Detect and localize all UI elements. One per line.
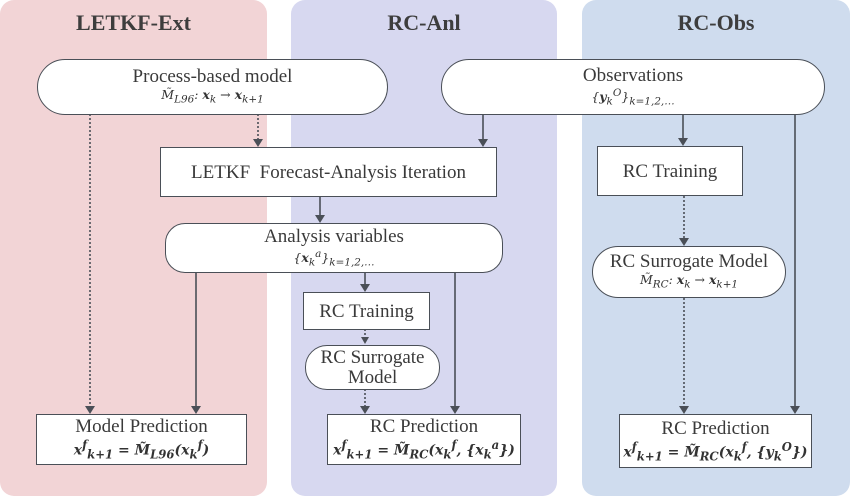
rc-prediction-anl-title: RC Prediction <box>369 416 479 438</box>
process-model-formula: M̃L96: xk → xk+1 <box>161 87 264 106</box>
rc-training-obs-title: RC Training <box>622 160 718 182</box>
node-process-based-model: Process-based model M̃L96: xk → xk+1 <box>37 59 388 115</box>
node-rc-surrogate-anl: RC Surrogate Model <box>305 345 440 390</box>
node-analysis-variables: Analysis variables {xka}k=1,2,… <box>165 223 503 273</box>
observations-formula: {ykO}k=1,2,… <box>591 86 675 108</box>
node-letkf-iteration: LETKF Forecast-Analysis Iteration <box>160 147 497 197</box>
model-prediction-title: Model Prediction <box>75 416 208 438</box>
rc-prediction-obs-title: RC Prediction <box>661 417 770 439</box>
panel-title-letkf-ext: LETKF-Ext <box>76 10 191 35</box>
model-prediction-formula: xfk+1 = M̃L96(xkf) <box>73 438 210 462</box>
node-rc-training-anl: RC Training <box>303 292 430 330</box>
letkf-iteration-title: LETKF Forecast-Analysis Iteration <box>191 161 466 183</box>
rc-surrogate-obs-title: RC Surrogate Model <box>609 251 769 273</box>
node-model-prediction: Model Prediction xfk+1 = M̃L96(xkf) <box>36 414 247 465</box>
panel-title-rc-obs: RC-Obs <box>677 10 755 35</box>
node-rc-surrogate-obs: RC Surrogate Model M̃RC: xk → xk+1 <box>592 246 786 298</box>
node-rc-prediction-anl: RC Prediction xfk+1 = M̃RC(xkf, {xka}) <box>327 414 521 465</box>
analysis-variables-formula: {xka}k=1,2,… <box>293 247 375 269</box>
rc-prediction-obs-formula: xfk+1 = M̃RC(xkf, {ykO}) <box>623 439 808 464</box>
rc-prediction-anl-formula: xfk+1 = M̃RC(xkf, {xka}) <box>333 438 515 462</box>
panel-title-rc-anl: RC-Anl <box>387 10 461 35</box>
rc-surrogate-obs-formula: M̃RC: xk → xk+1 <box>639 272 739 291</box>
node-rc-prediction-obs: RC Prediction xfk+1 = M̃RC(xkf, {ykO}) <box>619 414 812 468</box>
process-model-title: Process-based model <box>132 66 293 88</box>
rc-surrogate-anl-title: RC Surrogate Model <box>320 346 425 388</box>
analysis-variables-title: Analysis variables <box>264 225 404 247</box>
observations-title: Observations <box>582 64 684 86</box>
node-rc-training-obs: RC Training <box>597 146 743 196</box>
rc-training-anl-title: RC Training <box>319 300 414 322</box>
node-observations: Observations {ykO}k=1,2,… <box>441 59 825 115</box>
